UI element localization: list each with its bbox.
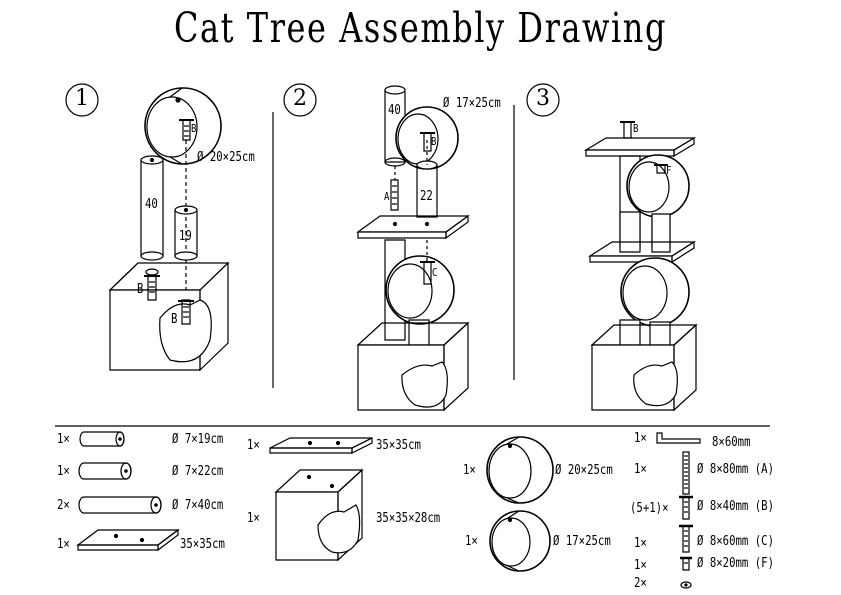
part-post-19-dim: Ø 7×19cm <box>172 432 224 447</box>
step2-tube-dim: Ø 17×25cm <box>443 96 501 111</box>
step-3-number: 3 <box>536 86 550 111</box>
step2-screw-b-top-label: B <box>431 135 437 148</box>
step-1-circle <box>66 84 98 116</box>
hardware-bolt-a-qty: 1× <box>634 462 647 477</box>
hardware-bolt-f-qty: 1× <box>634 558 647 573</box>
step2-board <box>358 216 468 232</box>
step1-post-40-label: 40 <box>145 197 158 212</box>
part-post-40-dim: Ø 7×40cm <box>172 498 224 513</box>
part-bolt-f <box>680 558 692 570</box>
part-board-small-qty: 1× <box>57 537 70 552</box>
hardware-bolt-a-dim: Ø 8×80mm (A) <box>697 462 775 477</box>
step3-screw-b-label: B <box>633 122 639 135</box>
part-tube-17 <box>490 511 550 571</box>
step-2-circle <box>284 84 316 116</box>
part-post-22 <box>79 463 131 479</box>
part-bolt-a <box>683 452 689 494</box>
part-bolt-b <box>679 497 693 519</box>
part-board-top-dim: 35×35cm <box>376 438 421 453</box>
part-board-small-dim: 35×35cm <box>180 537 225 552</box>
step2-screw-a <box>391 180 398 210</box>
hardware-bolt-f-dim: Ø 8×20mm (F) <box>697 556 775 571</box>
part-base-box <box>276 470 362 560</box>
step-1-number: 1 <box>75 86 89 111</box>
part-tube-20-qty: 1× <box>463 463 476 478</box>
step2-tube-lower <box>386 256 454 324</box>
step3-screw-b <box>624 122 631 138</box>
part-post-22-qty: 1× <box>57 464 70 479</box>
hardware-bolt-b-qty: (5+1)× <box>630 501 669 516</box>
hardware-bolt-b-dim: Ø 8×40mm (B) <box>697 499 775 514</box>
step2-base-side <box>444 323 468 410</box>
part-post-40-qty: 2× <box>57 498 70 513</box>
page-title: Cat Tree Assembly Drawing <box>174 4 667 52</box>
part-tube-17-dim: Ø 17×25cm <box>553 534 611 549</box>
part-post-40 <box>79 497 161 513</box>
part-post-19-qty: 1× <box>57 432 70 447</box>
part-tube-20 <box>487 437 553 503</box>
step1-screw-b1-label: B <box>137 282 144 297</box>
step1-screw-b2-label: B <box>171 312 178 327</box>
step2-post-40-label: 40 <box>388 103 401 118</box>
part-washer <box>681 582 691 588</box>
part-tube-20-dim: Ø 20×25cm <box>555 463 613 478</box>
hardware-bolt-c-qty: 1× <box>634 536 647 551</box>
part-post-22-dim: Ø 7×22cm <box>172 464 224 479</box>
step2-base-top <box>358 323 468 345</box>
step3-board-mid <box>590 242 694 256</box>
step2-post-22-label: 22 <box>420 189 433 204</box>
part-post-19 <box>80 432 124 446</box>
hardware-key-dim: 8×60mm <box>712 435 751 450</box>
step1-tube-dim: Ø 20×25cm <box>197 150 255 165</box>
step3-drawing <box>586 122 696 410</box>
part-board-small <box>78 530 178 550</box>
part-tube-17-qty: 1× <box>465 534 478 549</box>
step1-screw-b-top-label: B <box>191 122 197 135</box>
step1-drawing <box>110 88 228 370</box>
part-board-top-qty: 1× <box>247 438 260 453</box>
step3-screw-f-label: F <box>666 164 672 177</box>
step-3-circle <box>527 84 559 116</box>
step3-base-top <box>592 325 696 345</box>
step1-tube-inner <box>147 97 197 157</box>
parts-list-drawing <box>78 432 700 588</box>
step1-screw-top <box>183 120 190 140</box>
step2-screw-a-label: A <box>384 190 390 203</box>
step2-screw-c-label: C <box>432 266 438 279</box>
hardware-bolt-c-dim: Ø 8×60mm (C) <box>697 534 775 549</box>
step1-tube-front <box>145 88 221 164</box>
step2-drawing <box>358 86 468 410</box>
hardware-washer-qty: 2× <box>634 576 647 591</box>
step1-base-top <box>110 263 228 290</box>
part-bolt-c <box>679 526 693 552</box>
part-base-box-qty: 1× <box>247 511 260 526</box>
step-2-number: 2 <box>293 86 307 111</box>
hardware-key-qty: 1× <box>634 431 647 446</box>
part-board-top <box>270 438 372 453</box>
part-base-box-dim: 35×35×28cm <box>376 511 441 526</box>
part-allen-key <box>657 433 700 443</box>
step3-base-side <box>674 325 696 410</box>
step1-post-19-label: 19 <box>179 229 192 244</box>
